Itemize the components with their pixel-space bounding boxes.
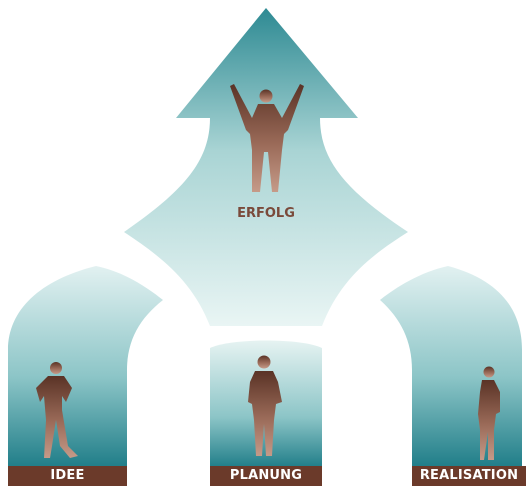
planung-label: PLANUNG [229, 468, 303, 483]
person-celebrating-icon [230, 84, 304, 192]
realisation-column [380, 266, 522, 468]
idee-label-bar [8, 466, 127, 486]
person-standing-icon [478, 366, 500, 460]
person-standing-icon [36, 362, 78, 458]
arrow-up-shape [124, 8, 408, 326]
idee-column [8, 266, 163, 468]
idee-label: IDEE [50, 468, 85, 483]
planung-label-bar [210, 466, 322, 486]
realisation-label-bar [412, 466, 526, 486]
realisation-label: REALISATION [419, 468, 519, 483]
person-standing-icon [248, 355, 282, 456]
erfolg-label: ERFOLG [237, 206, 295, 221]
